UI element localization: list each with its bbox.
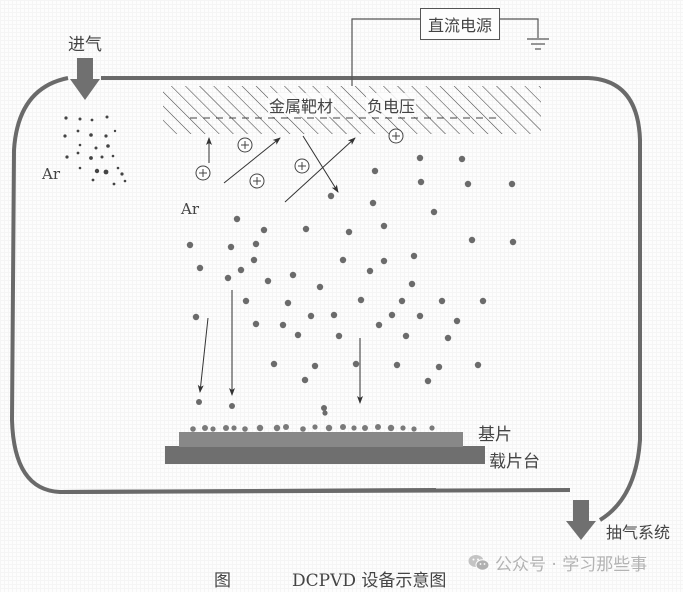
inlet-argon-label: Ar [42,165,61,183]
inlet-argon-particles [63,115,127,186]
figure-prefix: 图 [214,571,231,591]
substrate-label: 基片 [478,425,512,445]
gas-inlet-arrow-icon [70,58,100,100]
plasma-argon-label: Ar [181,200,200,218]
substrate-stage [165,446,485,464]
ion-plus-icon [249,173,265,189]
ion-plus-icon [237,137,253,153]
ion-plus-icon [195,165,211,181]
figure-caption: DCPVD 设备示意图 [292,571,447,591]
ion-trajectories [206,135,356,203]
gas-inlet-label: 进气 [68,35,102,55]
argon-ions [195,128,404,189]
atom-trajectories [197,290,363,404]
ion-plus-icon [294,158,310,174]
substrate-stage-assembly [165,424,485,464]
power-wiring [351,18,539,86]
ion-plus-icon [388,128,404,144]
metal-target [163,86,541,134]
watermark: 公众号 · 学习那些事 [468,550,647,575]
substrate-stage-label: 载片台 [489,452,540,472]
sputtered-atoms [186,154,517,416]
vacuum-chamber [9,76,642,522]
exhaust-arrow-icon [566,500,596,540]
exhaust-system-label: 抽气系统 [606,523,671,542]
negative-voltage-label: 负电压 [366,93,417,117]
wechat-icon [468,554,490,572]
ground-icon [527,38,549,50]
watermark-text: 公众号 · 学习那些事 [495,555,648,575]
dc-power-supply-box: 直流电源 [420,8,501,40]
metal-target-label: 金属靶材 [268,93,335,117]
deposited-film [190,424,435,432]
substrate [179,432,463,447]
